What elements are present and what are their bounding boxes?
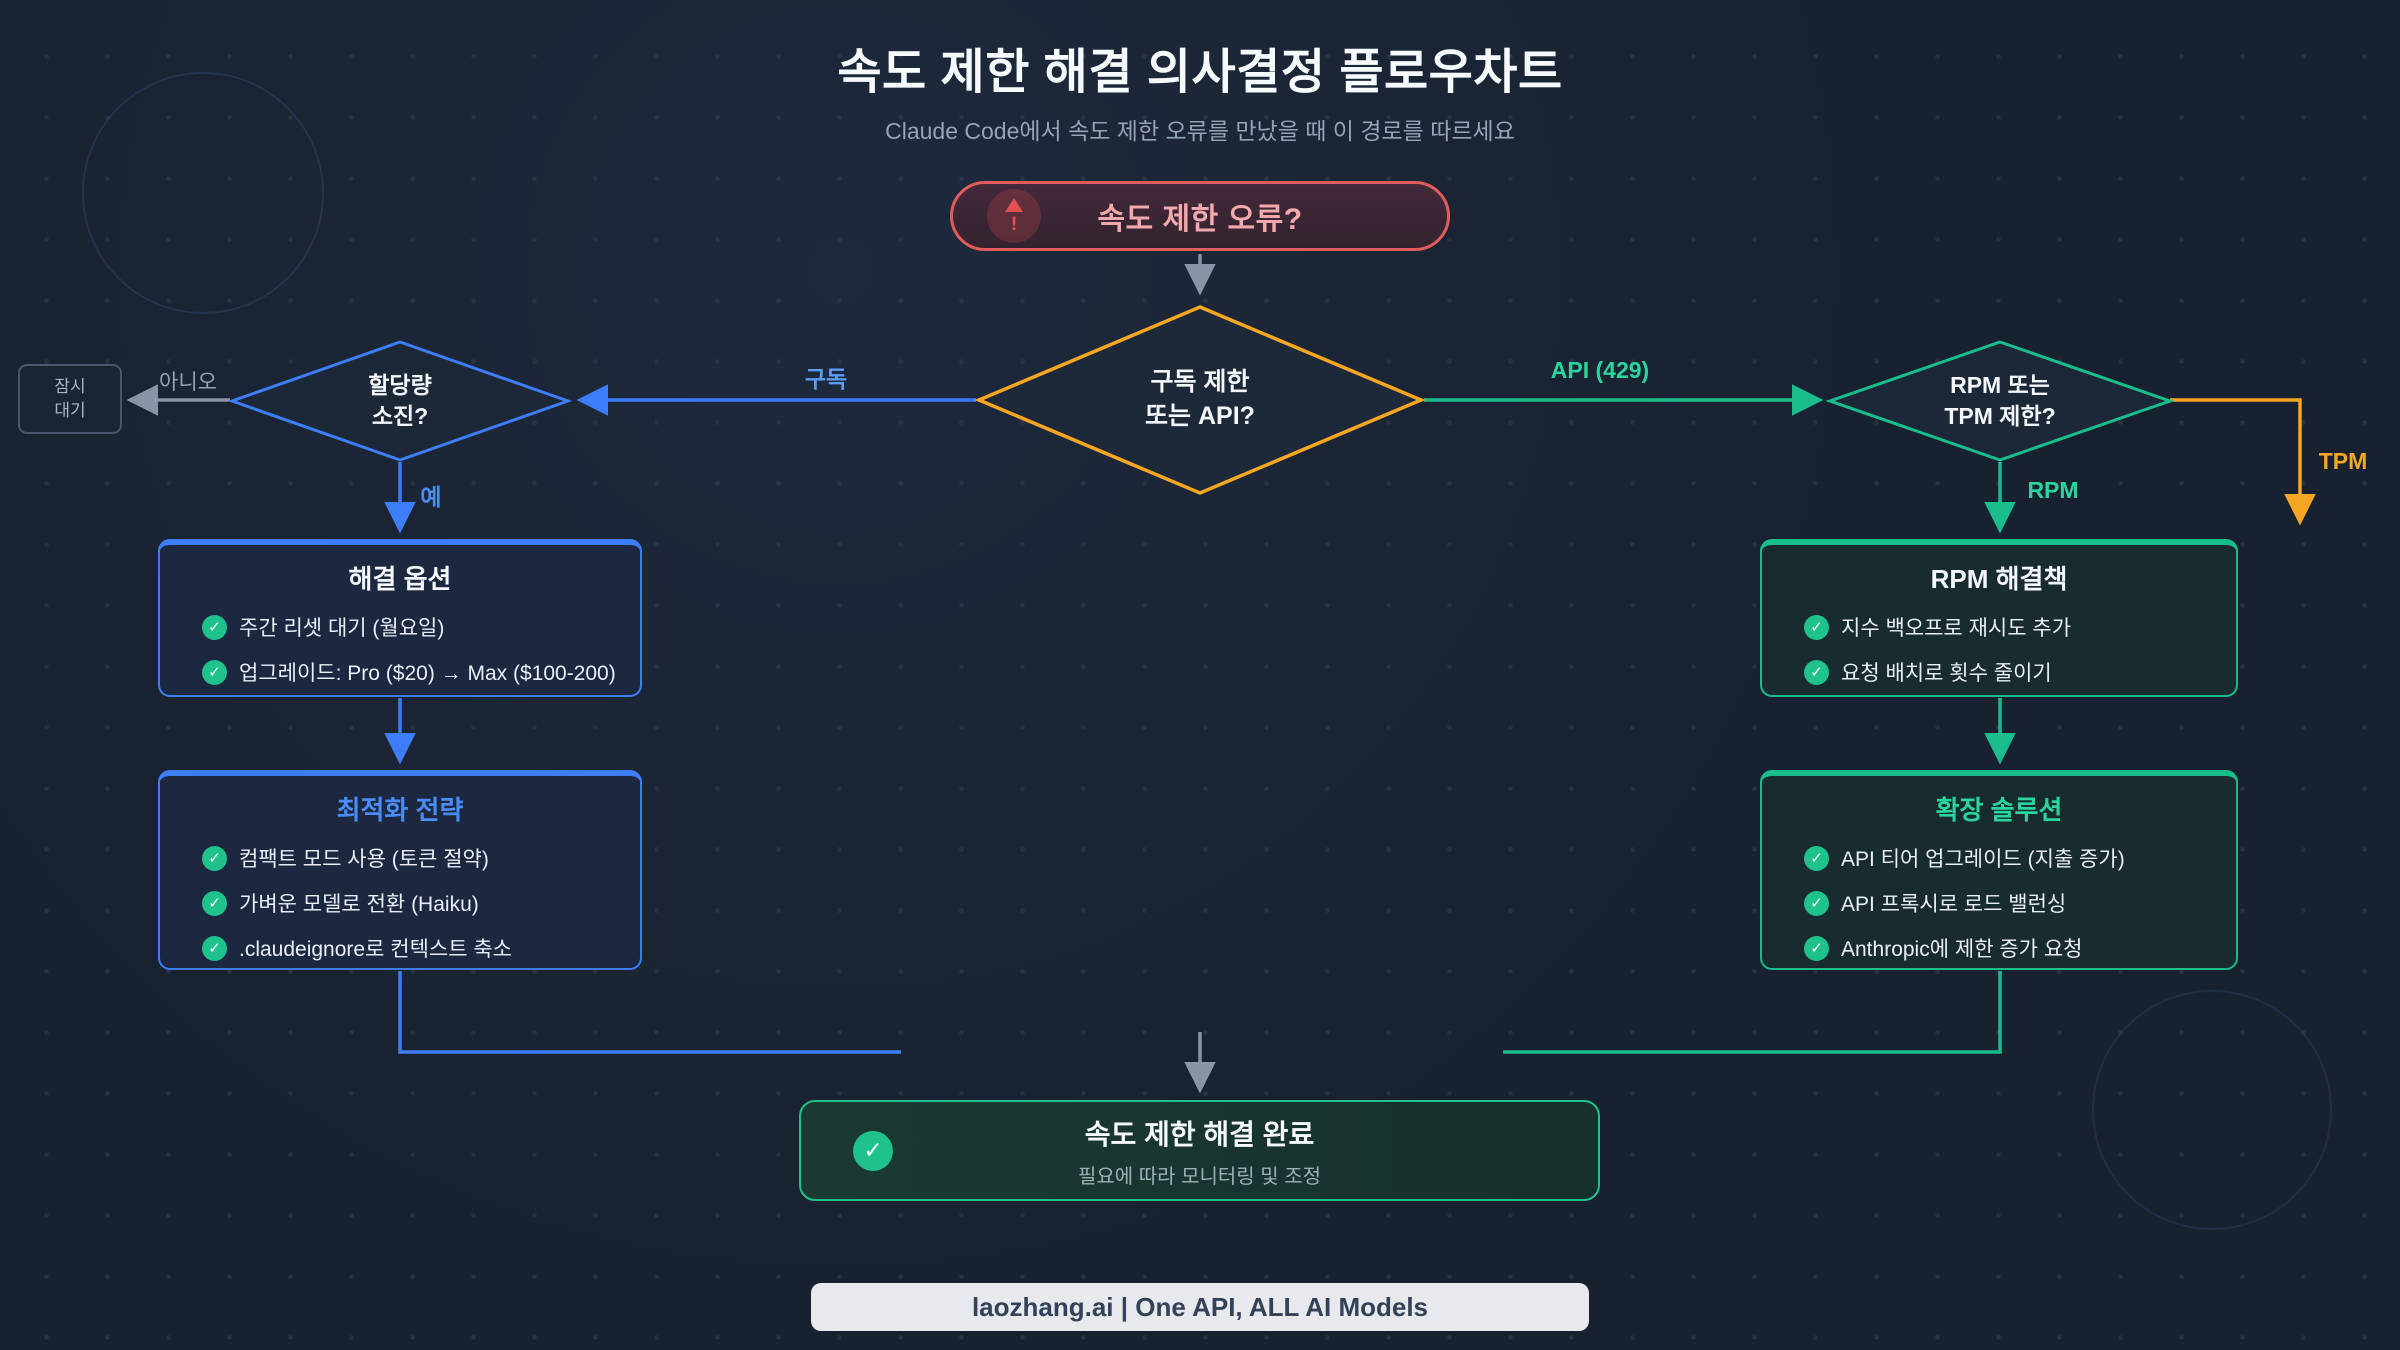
- decision-rpm-line2: TPM 제한?: [1944, 403, 2056, 429]
- list-item-label: 가벼운 모델로 전환 (Haiku): [239, 893, 479, 916]
- decision-main-line1: 구독 제한: [1150, 368, 1250, 397]
- list-item: ✓ 가벼운 모델로 전환 (Haiku): [202, 888, 640, 918]
- check-icon: ✓: [202, 614, 227, 640]
- footer-watermark: laozhang.ai | One API, ALL AI Models: [811, 1283, 1589, 1331]
- success-check-icon: ✓: [853, 1130, 893, 1171]
- list-item-label: API 티어 업그레이드 (지출 증가): [1841, 848, 2125, 871]
- list-item: ✓ 요청 배치로 횟수 줄이기: [1804, 657, 2236, 687]
- edge-tpm-elbow: [2170, 398, 2316, 526]
- list-item: ✓ Anthropic에 제한 증가 요청: [1804, 933, 2236, 963]
- list-item-label: .claudeignore로 컨텍스트 축소: [239, 938, 513, 961]
- list-item: ✓ .claudeignore로 컨텍스트 축소: [202, 933, 640, 963]
- edge-label-api-429: API (429): [1550, 357, 1650, 383]
- box-scale-solutions: 확장 솔루션 ✓ API 티어 업그레이드 (지출 증가) ✓ API 프록시로…: [1760, 770, 2238, 970]
- node-success: ✓ 속도 제한 해결 완료 필요에 따라 모니터링 및 조정: [799, 1100, 1600, 1201]
- alert-exclamation: !: [1010, 214, 1018, 235]
- check-icon: ✓: [1804, 659, 1829, 685]
- box-solution-options-title: 해결 옵션: [348, 564, 452, 594]
- box-optimization-strategy: 최적화 전략 ✓ 컴팩트 모드 사용 (토큰 절약) ✓ 가벼운 모델로 전환 …: [158, 770, 642, 970]
- edge-label-no: 아니오: [159, 371, 217, 394]
- check-icon: ✓: [202, 845, 227, 871]
- box-optimization-title: 최적화 전략: [336, 795, 464, 825]
- decor-circle-top-left: [82, 72, 324, 314]
- list-item-label: 요청 배치로 횟수 줄이기: [1841, 662, 2052, 685]
- list-item: ✓ API 티어 업그레이드 (지출 증가): [1804, 843, 2236, 873]
- list-item-label: 컴팩트 모드 사용 (토큰 절약): [239, 848, 489, 871]
- edge-label-rpm: RPM: [2027, 477, 2079, 503]
- box-solution-options: 해결 옵션 ✓ 주간 리셋 대기 (월요일) ✓ 업그레이드: Pro ($20…: [158, 539, 642, 697]
- edge-scale-elbow: [1503, 971, 2002, 1054]
- node-wait: 잠시 대기: [18, 364, 122, 434]
- check-icon: ✓: [1804, 614, 1829, 640]
- decision-quota-line1: 할당량: [368, 371, 432, 398]
- alert-triangle-icon: [1005, 198, 1023, 212]
- node-rate-limit-error: ! 속도 제한 오류?: [950, 181, 1450, 251]
- decision-quota-exhausted: 할당량 소진?: [228, 338, 572, 464]
- decision-rpm-line1: RPM 또는: [1950, 371, 2050, 398]
- alert-icon: !: [987, 189, 1041, 243]
- box-rpm-title: RPM 해결책: [1930, 564, 2068, 594]
- decision-main-line2: 또는 API?: [1145, 402, 1255, 430]
- success-subtitle: 필요에 따라 모니터링 및 조정: [1077, 1165, 1322, 1188]
- page-title: 속도 제한 해결 의사결정 플로우차트: [837, 46, 1563, 99]
- check-icon: ✓: [202, 890, 227, 916]
- decision-quota-line2: 소진?: [371, 403, 429, 429]
- list-item-label: Anthropic에 제한 증가 요청: [1841, 938, 2083, 961]
- list-item: ✓ 컴팩트 모드 사용 (토큰 절약): [202, 843, 640, 873]
- start-node-label: 속도 제한 오류?: [1097, 203, 1303, 236]
- list-item: ✓ 지수 백오프로 재시도 추가: [1804, 612, 2236, 642]
- check-icon: ✓: [1804, 845, 1829, 871]
- check-icon: ✓: [1804, 890, 1829, 916]
- decor-circle-bottom-right: [2092, 990, 2332, 1230]
- edge-label-subscription: 구독: [804, 366, 848, 392]
- decision-rpm-or-tpm: RPM 또는 TPM 제한?: [1826, 338, 2174, 464]
- page-subtitle: Claude Code에서 속도 제한 오류를 만났을 때 이 경로를 따르세요: [885, 118, 1515, 144]
- check-icon: ✓: [202, 935, 227, 961]
- list-item-label: API 프록시로 로드 밸런싱: [1841, 893, 2067, 916]
- success-title: 속도 제한 해결 완료: [1084, 1118, 1315, 1150]
- list-item-label: 업그레이드: Pro ($20) → Max ($100-200): [239, 662, 616, 685]
- edge-label-tpm: TPM: [2318, 448, 2368, 474]
- wait-line2: 대기: [54, 401, 86, 420]
- decision-subscription-or-api: 구독 제한 또는 API?: [975, 303, 1425, 497]
- list-item-label: 주간 리셋 대기 (월요일): [239, 617, 445, 640]
- list-item: ✓ API 프록시로 로드 밸런싱: [1804, 888, 2236, 918]
- check-icon: ✓: [202, 659, 227, 685]
- list-item: ✓ 업그레이드: Pro ($20) → Max ($100-200): [202, 657, 640, 687]
- list-item: ✓ 주간 리셋 대기 (월요일): [202, 612, 640, 642]
- list-item-label: 지수 백오프로 재시도 추가: [1841, 617, 2072, 640]
- box-scale-title: 확장 솔루션: [1935, 795, 2063, 825]
- edge-label-yes: 예: [420, 484, 442, 510]
- edge-optimize-elbow: [398, 971, 901, 1054]
- box-rpm-solutions: RPM 해결책 ✓ 지수 백오프로 재시도 추가 ✓ 요청 배치로 횟수 줄이기: [1760, 539, 2238, 697]
- check-icon: ✓: [1804, 935, 1829, 961]
- wait-line1: 잠시: [54, 377, 86, 397]
